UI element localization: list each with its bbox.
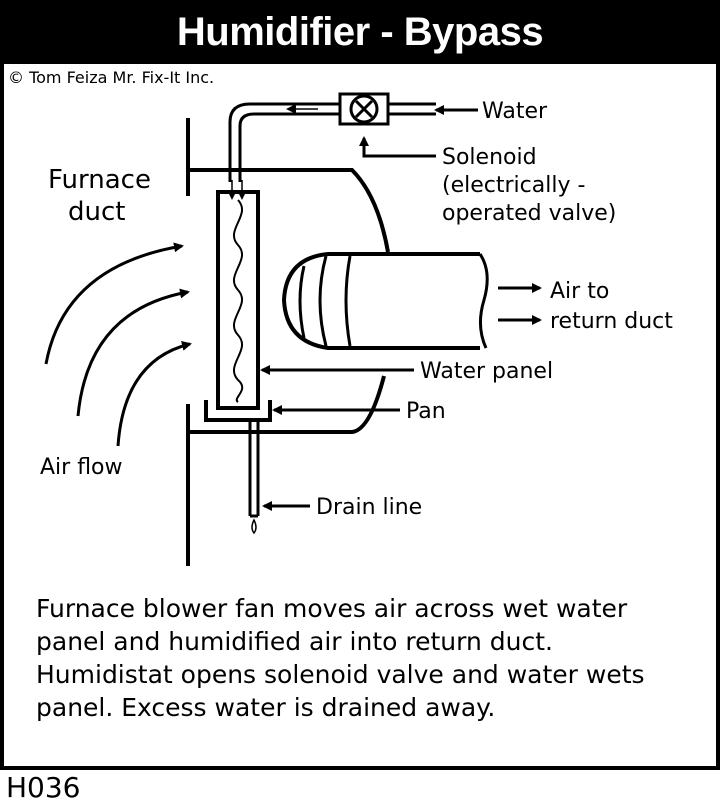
label-air-to: Air to — [550, 279, 609, 304]
diagram-frame — [0, 64, 720, 770]
solenoid-arrow — [359, 136, 436, 158]
caption-line: Humidistat opens solenoid valve and wate… — [36, 660, 645, 689]
label-furnace: Furnace — [48, 165, 151, 195]
figure-code: H036 — [6, 771, 81, 804]
label-furnace-duct: duct — [68, 197, 125, 227]
label-solenoid: Solenoid — [442, 145, 537, 170]
air-flow-arrow-2 — [76, 288, 190, 417]
water-supply-pipe — [228, 102, 344, 182]
drain-pan — [204, 400, 272, 422]
water-drop-icon — [251, 518, 257, 535]
return-duct — [281, 252, 480, 350]
label-drain-line: Drain line — [316, 495, 422, 520]
page-title: Humidifier - Bypass — [0, 0, 720, 64]
label-water-panel: Water panel — [420, 359, 553, 384]
label-air-flow: Air flow — [40, 455, 123, 480]
caption-line: panel and humidified air into return duc… — [36, 627, 553, 656]
label-solenoid-line3: operated valve) — [442, 201, 616, 226]
label-water: Water — [482, 99, 548, 124]
label-pan: Pan — [406, 399, 446, 424]
air-flow-arrow-3 — [116, 341, 192, 447]
caption-line: panel. Excess water is drained away. — [36, 693, 496, 722]
caption-line: Furnace blower fan moves air across wet … — [36, 594, 628, 623]
water-panel-wave — [232, 199, 244, 403]
humidifier-housing — [188, 168, 390, 253]
water-supply-pipe-inner — [238, 112, 344, 182]
copyright-notice: © Tom Feiza Mr. Fix-It Inc. — [8, 68, 215, 87]
water-panel — [216, 190, 260, 410]
air-flow-arrow-1 — [44, 242, 184, 365]
caption: Furnace blower fan moves air across wet … — [36, 592, 696, 724]
label-solenoid-line2: (electrically - — [442, 173, 585, 198]
humidifier-housing-bottom — [188, 375, 386, 434]
label-return-duct: return duct — [550, 309, 673, 334]
